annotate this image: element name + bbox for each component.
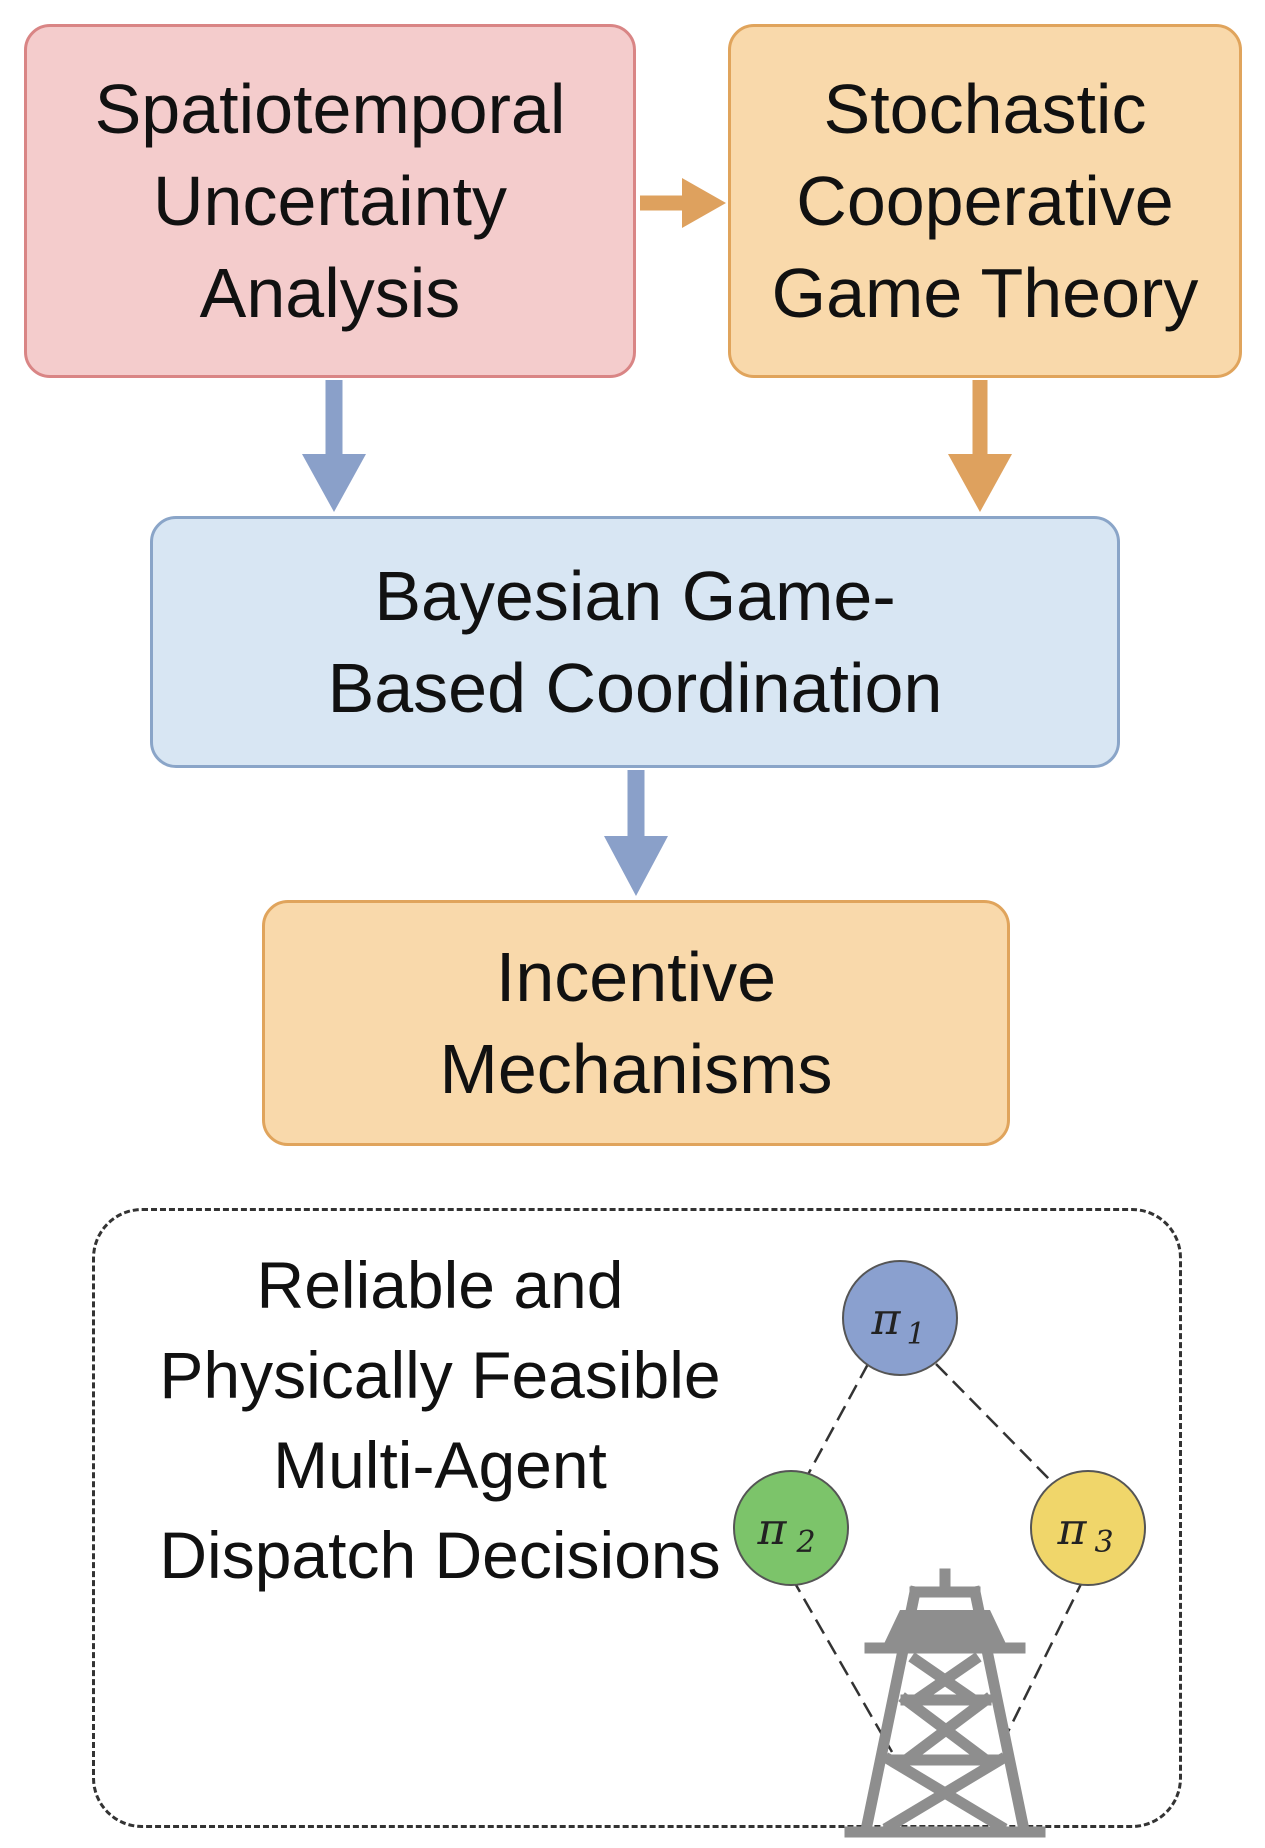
spatiotemporal-analysis-box: Spatiotemporal Uncertainty Analysis — [24, 24, 636, 378]
agent-node-pi1-symbol: π — [871, 1294, 902, 1345]
stochastic-game-theory-box: Stochastic Cooperative Game Theory — [728, 24, 1242, 378]
arrow-spatio-to-stochastic — [640, 178, 726, 228]
dispatch-decisions-label: Reliable and Physically Feasible Multi-A… — [159, 1248, 721, 1592]
agent-node-pi3: π 3 — [1030, 1470, 1146, 1586]
edge-pi1-pi3 — [935, 1363, 1053, 1483]
agent-node-pi3-symbol: π — [1057, 1504, 1088, 1555]
agent-node-pi1-sub: 1 — [906, 1317, 925, 1352]
edge-pi2-tower — [790, 1577, 894, 1753]
spatiotemporal-analysis-label: Spatiotemporal Uncertainty Analysis — [94, 70, 566, 332]
agent-node-pi2: π 2 — [733, 1470, 849, 1586]
edge-pi3-tower — [998, 1577, 1086, 1749]
arrow-bayesian-to-incentive — [604, 770, 668, 896]
agent-node-pi2-sub: 2 — [795, 1525, 815, 1560]
agent-node-pi2-symbol: π — [757, 1504, 788, 1555]
edge-pi1-pi2 — [803, 1363, 870, 1481]
incentive-mechanisms-label: Incentive Mechanisms — [439, 938, 833, 1108]
arrow-stochastic-to-bayesian — [948, 380, 1012, 512]
arrow-spatio-to-bayesian — [302, 380, 366, 512]
bayesian-coordination-label: Bayesian Game- Based Coordination — [327, 557, 943, 727]
agent-node-pi3-sub: 3 — [1094, 1525, 1113, 1560]
incentive-mechanisms-box: Incentive Mechanisms — [262, 900, 1010, 1146]
dispatch-decisions-region — [92, 1208, 1182, 1828]
stochastic-game-theory-label: Stochastic Cooperative Game Theory — [771, 70, 1199, 332]
bayesian-coordination-box: Bayesian Game- Based Coordination — [150, 516, 1120, 768]
agent-node-pi1: π 1 — [842, 1260, 958, 1376]
transmission-tower-icon — [844, 1568, 1046, 1838]
